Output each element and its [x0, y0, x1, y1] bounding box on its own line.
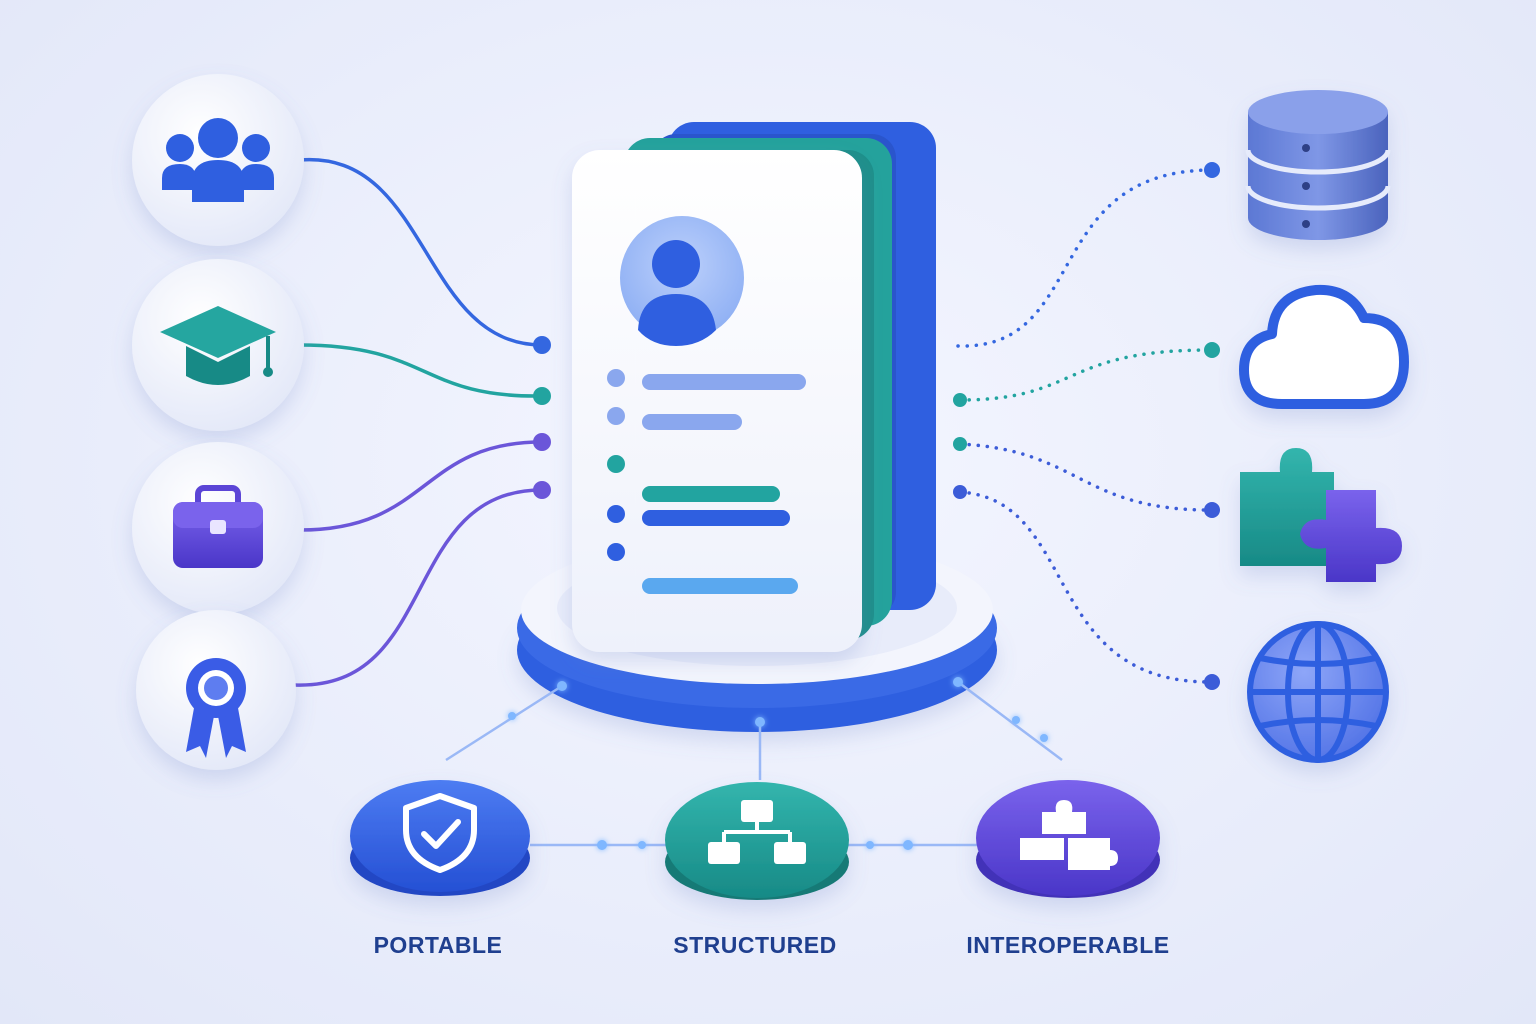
connector-integration — [958, 442, 1212, 512]
connector-cloud — [958, 348, 1212, 402]
database-icon — [1245, 90, 1391, 240]
profile-fields — [607, 369, 806, 594]
label-structured: STRUCTURED — [673, 932, 837, 958]
hierarchy-icon — [708, 800, 806, 864]
people-group-icon — [162, 118, 274, 202]
shield-check-icon — [403, 793, 477, 873]
label-portable: PORTABLE — [373, 932, 503, 958]
award-ribbon-icon — [186, 658, 246, 758]
source-nodes — [132, 74, 304, 770]
connector-award — [293, 488, 544, 687]
graduation-cap-icon — [160, 306, 276, 385]
connector-database — [956, 168, 1212, 348]
profile-document-icon — [572, 122, 936, 652]
feature-nodes — [350, 780, 1160, 900]
connector-work — [298, 440, 544, 532]
connector-education — [298, 343, 544, 398]
connector-people — [298, 158, 544, 347]
feature-glow-dots — [508, 677, 1048, 850]
source-connectors — [293, 158, 544, 687]
connector-web — [958, 490, 1212, 684]
feature-structured — [665, 782, 849, 900]
label-interoperable: INTEROPERABLE — [966, 932, 1170, 958]
globe-icon — [1247, 621, 1389, 763]
target-connector-dots — [953, 162, 1220, 690]
puzzle-pieces-icon — [1240, 448, 1402, 582]
puzzle-icon — [1020, 800, 1118, 870]
target-nodes — [1239, 90, 1409, 763]
feature-portable — [350, 780, 530, 896]
cloud-icon — [1239, 284, 1409, 409]
source-connector-dots — [533, 336, 551, 499]
target-connectors — [956, 168, 1212, 684]
briefcase-icon — [173, 485, 263, 568]
